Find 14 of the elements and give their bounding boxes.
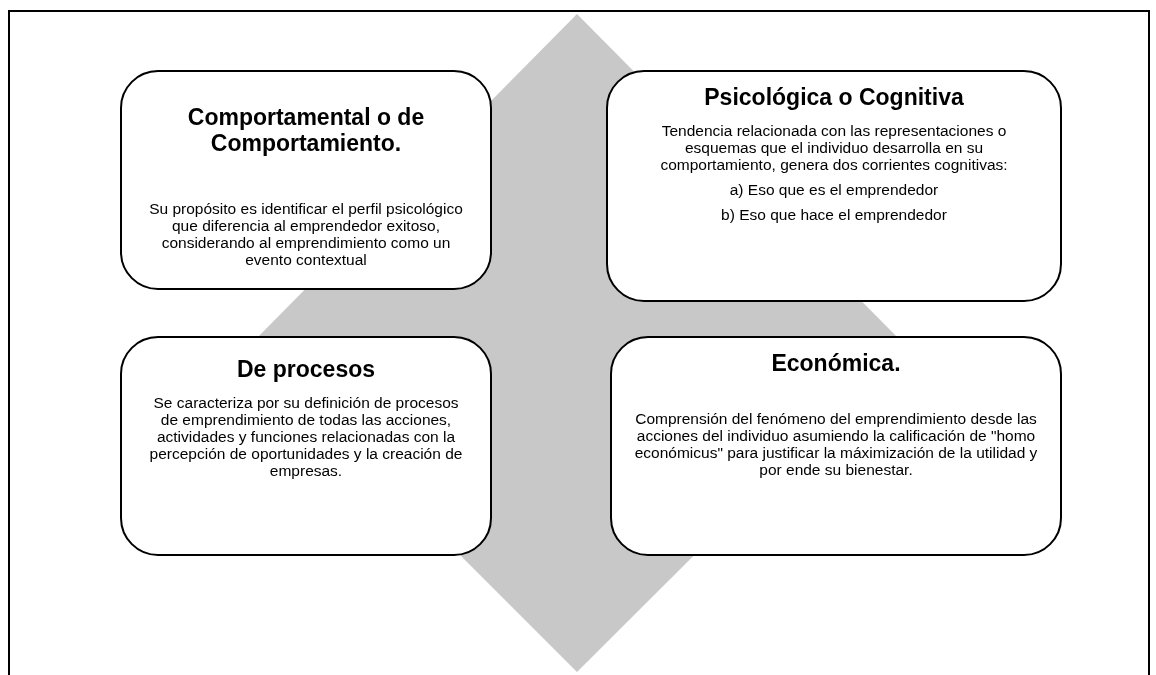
rounded-box xyxy=(606,70,1062,302)
box-heading: Económica. xyxy=(770,350,902,376)
box-text: b) Eso que hace el emprendedor xyxy=(720,206,948,223)
box-text: Comprensión del fenómeno del emprendimiento desde las acciones del individuo asumiendo la calificación de "homo económicus" para justificar la máximización de la utilidad y por ende su bienestar. xyxy=(634,410,1038,478)
box-text: Se caracteriza por su definición de procesos de emprendimiento de todas las acciones, actividades y funciones relacionadas con la percepción de oportunidades y la creación de empresas. xyxy=(148,394,464,479)
box-text: a) Eso que es el emprendedor xyxy=(728,181,940,198)
box-text: Su propósito es identificar el perfil psicológico que diferencia al emprendedor exitoso, considerando al emprendimiento como un evento contextual xyxy=(148,200,464,268)
box-text: Tendencia relacionada con las representaciones o esquemas que el individuo desarrolla en su comportamiento, genera dos corrientes cognitivas: xyxy=(659,122,1009,173)
rounded-box xyxy=(120,70,492,290)
box-heading: Comportamental o de Comportamiento. xyxy=(186,104,426,156)
box-heading: De procesos xyxy=(235,356,377,382)
box-heading: Psicológica o Cognitiva xyxy=(703,84,965,110)
rounded-box xyxy=(610,336,1062,556)
rounded-box xyxy=(120,336,492,556)
